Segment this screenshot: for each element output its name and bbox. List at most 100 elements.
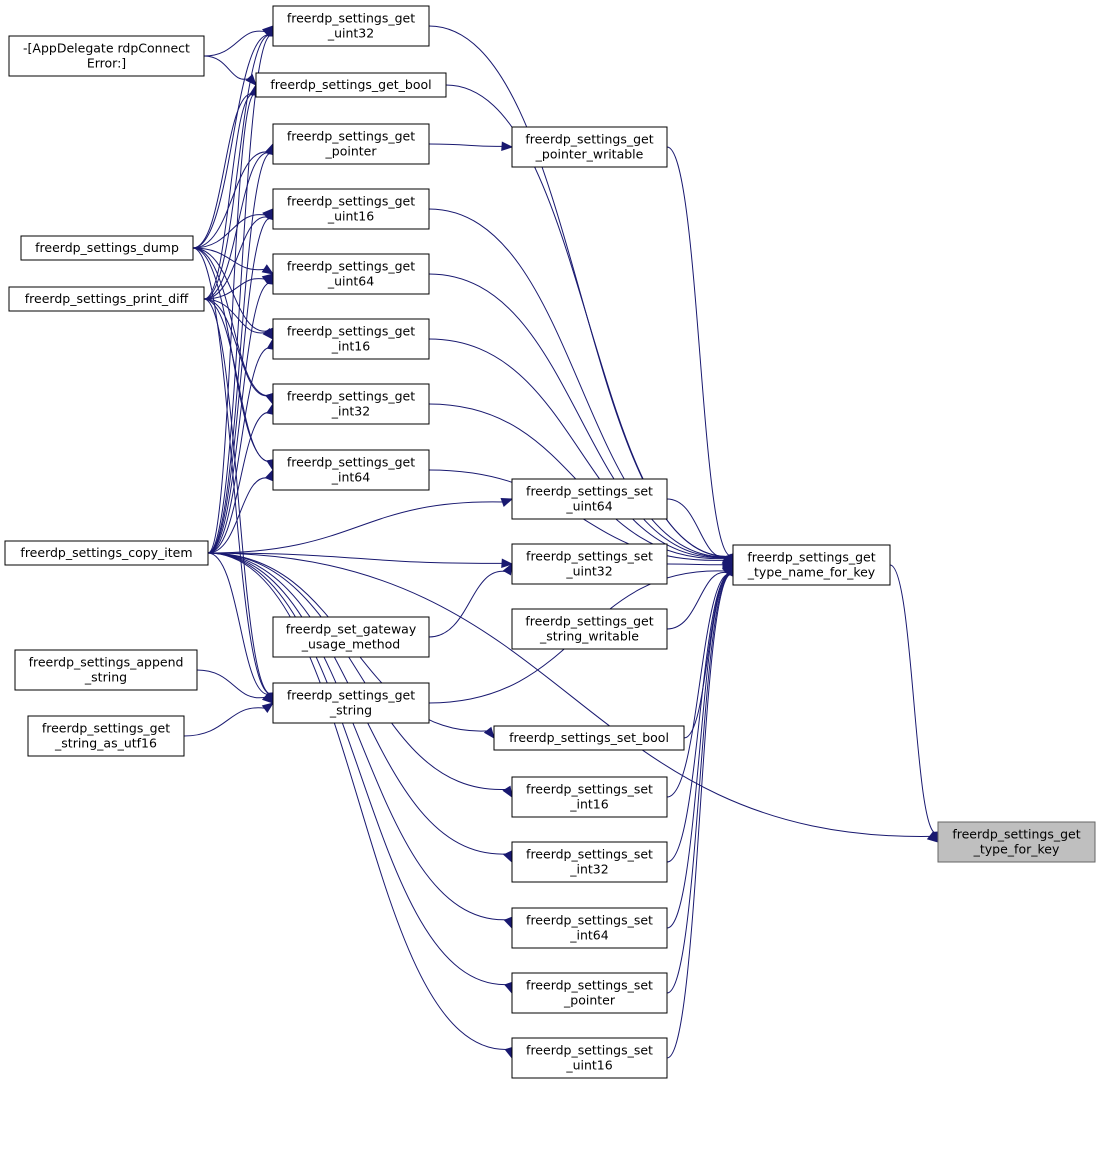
edge-dump-to-get-uint64 [192, 247, 275, 275]
node-label: freerdp_settings_get [287, 688, 415, 703]
node-label: _string_as_utf16 [54, 736, 157, 751]
node-label: freerdp_settings_get [287, 129, 415, 144]
node-label: freerdp_settings_get [42, 721, 170, 736]
node-label: _uint16 [327, 209, 374, 224]
edge-dump-to-get-uint16 [192, 208, 274, 249]
node-set-int64[interactable]: freerdp_settings_set_int64 [511, 907, 668, 949]
node-label: freerdp_settings_set [526, 978, 653, 993]
node-label: _int64 [569, 928, 608, 943]
node-set-int16[interactable]: freerdp_settings_set_int16 [511, 776, 668, 818]
edge-get-uint64-to-type-name-for-key [428, 273, 734, 567]
edge-copy-item-to-type-for-key [207, 552, 940, 843]
node-set-pointer[interactable]: freerdp_settings_set_pointer [511, 972, 668, 1014]
node-type-name-for-key[interactable]: freerdp_settings_get_type_name_for_key [732, 544, 891, 586]
edge-get-pointer-writable-to-type-name-for-key [666, 146, 737, 567]
edge-copy-item-to-set-uint32 [207, 552, 514, 568]
node-label: _type_name_for_key [747, 565, 876, 580]
edge-get-pointer-to-get-pointer-writable [428, 141, 514, 151]
node-print-diff[interactable]: freerdp_settings_print_diff [8, 286, 205, 312]
edge-get-int16-to-type-name-for-key [428, 338, 734, 567]
node-label: freerdp_settings_set [526, 1043, 653, 1058]
node-label: _string [329, 703, 372, 718]
node-label: _pointer [563, 993, 616, 1008]
node-dump[interactable]: freerdp_settings_dump [20, 235, 194, 261]
node-label: _int32 [331, 404, 370, 419]
call-graph-edges [183, 24, 942, 1060]
node-label: freerdp_set_gateway [286, 622, 417, 637]
node-label: freerdp_settings_dump [35, 240, 179, 255]
node-set-bool[interactable]: freerdp_settings_set_bool [493, 725, 685, 751]
node-get-int64[interactable]: freerdp_settings_get_int64 [272, 449, 430, 491]
node-label: freerdp_settings_get_bool [270, 77, 431, 92]
edge-copy-item-to-set-int16 [207, 552, 513, 799]
call-graph-nodes: freerdp_settings_get_type_for_keyfreerdp… [4, 5, 1096, 1079]
node-label: freerdp_settings_get [287, 259, 415, 274]
node-label: freerdp_settings_set [526, 549, 653, 564]
node-label: freerdp_settings_get [287, 11, 415, 26]
node-label: freerdp_settings_print_diff [25, 291, 189, 306]
node-label: _uint16 [565, 1058, 612, 1073]
node-label: freerdp_settings_set [526, 913, 653, 928]
node-set-gateway[interactable]: freerdp_set_gateway_usage_method [272, 616, 430, 658]
edge-copy-item-to-get-int64 [207, 468, 274, 554]
node-label: freerdp_settings_get [952, 827, 1080, 842]
node-label: freerdp_settings_append [29, 655, 184, 670]
node-label: _uint64 [327, 274, 374, 289]
node-get-int16[interactable]: freerdp_settings_get_int16 [272, 318, 430, 360]
node-set-uint64[interactable]: freerdp_settings_set_uint64 [511, 478, 668, 520]
edge-set-uint32-to-type-name-for-key [666, 559, 735, 570]
node-label: _int32 [569, 862, 608, 877]
edge-copy-item-to-get-string [207, 552, 276, 705]
node-get-string[interactable]: freerdp_settings_get_string [272, 682, 430, 724]
node-label: freerdp_settings_get [287, 389, 415, 404]
node-get-string-writable[interactable]: freerdp_settings_get_string_writable [511, 608, 668, 650]
node-copy-item[interactable]: freerdp_settings_copy_item [4, 540, 209, 566]
edge-print-diff-to-get-int16 [203, 298, 274, 341]
node-label: freerdp_settings_get [525, 132, 653, 147]
edge-print-diff-to-get-int64 [203, 298, 276, 472]
node-get-pointer-writable[interactable]: freerdp_settings_get_pointer_writable [511, 126, 668, 168]
node-label: _int16 [569, 797, 608, 812]
node-get-int32[interactable]: freerdp_settings_get_int32 [272, 383, 430, 425]
node-set-uint32[interactable]: freerdp_settings_set_uint32 [511, 543, 668, 585]
node-label: freerdp_settings_get [287, 194, 415, 209]
node-append-string[interactable]: freerdp_settings_append_string [14, 649, 198, 691]
edge-dump-to-get-string [192, 247, 277, 705]
edge-print-diff-to-get-bool [203, 83, 260, 300]
node-get-string-utf16[interactable]: freerdp_settings_get_string_as_utf16 [27, 715, 185, 757]
node-get-pointer[interactable]: freerdp_settings_get_pointer [272, 123, 430, 165]
node-label: freerdp_settings_set_bool [509, 730, 669, 745]
node-label: Error:] [87, 56, 126, 71]
node-label: freerdp_settings_copy_item [20, 545, 192, 560]
edge-set-pointer-to-type-name-for-key [666, 563, 737, 994]
edge-get-string-writable-to-type-name-for-key [666, 563, 734, 630]
node-set-int32[interactable]: freerdp_settings_set_int32 [511, 841, 668, 883]
node-label: _int16 [331, 339, 370, 354]
node-set-uint16[interactable]: freerdp_settings_set_uint16 [511, 1037, 668, 1079]
node-label: freerdp_settings_set [526, 484, 653, 499]
node-get-bool[interactable]: freerdp_settings_get_bool [255, 72, 447, 98]
node-label: freerdp_settings_get [525, 614, 653, 629]
node-label: _uint32 [565, 564, 612, 579]
node-label: _pointer_writable [535, 147, 644, 162]
edge-app-delegate-to-get-bool [203, 55, 257, 87]
node-label: freerdp_settings_set [526, 847, 653, 862]
node-get-uint16[interactable]: freerdp_settings_get_uint16 [272, 188, 430, 230]
node-label: freerdp_settings_get [287, 455, 415, 470]
node-label: freerdp_settings_set [526, 782, 653, 797]
node-label: _uint32 [327, 26, 374, 41]
edge-get-string-utf16-to-get-string [183, 702, 275, 737]
edge-append-string-to-get-string [196, 669, 275, 704]
node-get-uint64[interactable]: freerdp_settings_get_uint64 [272, 253, 430, 295]
node-label: _int64 [331, 470, 370, 485]
edge-copy-item-to-set-int64 [207, 552, 513, 930]
edge-set-uint16-to-type-name-for-key [666, 563, 738, 1059]
node-label: -[AppDelegate rdpConnect [23, 41, 190, 56]
node-label: _pointer [325, 144, 378, 159]
node-label: _string_writable [539, 629, 639, 644]
node-get-uint32[interactable]: freerdp_settings_get_uint32 [272, 5, 430, 47]
node-label: _usage_method [301, 637, 401, 652]
node-type-for-key: freerdp_settings_get_type_for_key [937, 821, 1096, 863]
